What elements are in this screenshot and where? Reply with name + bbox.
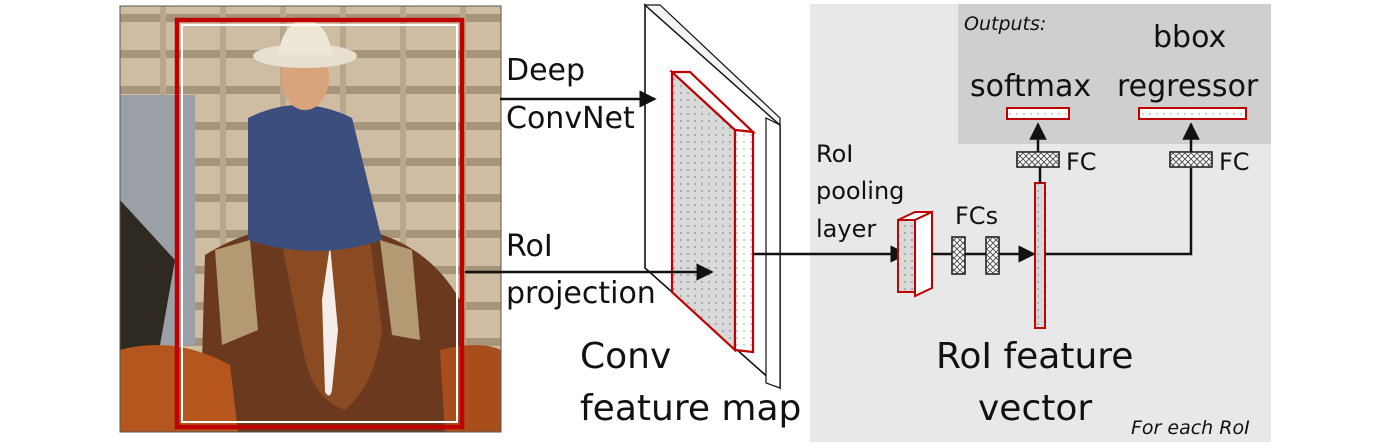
- label-projection: projection: [506, 276, 656, 311]
- label-roi-pooling-1: RoI: [816, 140, 853, 168]
- label-deep: Deep: [506, 53, 585, 88]
- label-softmax: softmax: [970, 69, 1091, 104]
- roi-pooling-block: [897, 210, 933, 298]
- label-vector: vector: [978, 388, 1092, 429]
- label-regressor: regressor: [1117, 69, 1259, 104]
- outputs-panel: [958, 4, 1271, 144]
- label-convnet: ConvNet: [506, 101, 635, 136]
- label-roi-pooling-3: layer: [816, 215, 876, 243]
- label-bbox: bbox: [1153, 20, 1226, 55]
- label-fcs: FCs: [955, 202, 998, 230]
- label-conv: Conv: [580, 336, 671, 377]
- label-roi-feature: RoI feature: [936, 336, 1133, 377]
- label-fc-left: FC: [1066, 148, 1097, 176]
- conv-feature-map: [643, 3, 781, 390]
- label-outputs: Outputs:: [964, 13, 1046, 35]
- input-photo: [119, 5, 502, 433]
- label-roi: RoI: [506, 229, 553, 264]
- label-for-each-roi: For each RoI: [1131, 417, 1250, 439]
- roi-box: [174, 17, 465, 430]
- label-fc-right: FC: [1219, 148, 1250, 176]
- label-feature-map: feature map: [580, 388, 801, 429]
- label-roi-pooling-2: pooling: [816, 177, 904, 205]
